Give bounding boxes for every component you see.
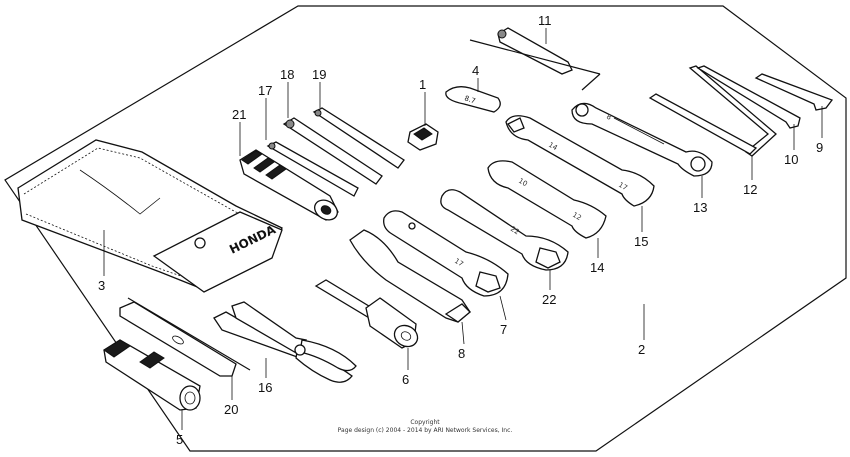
callout-3: 3	[98, 278, 105, 293]
callout-1: 1	[419, 77, 426, 92]
callout-11: 11	[538, 13, 552, 28]
spark-plug-wrench	[103, 339, 201, 411]
hex-key-10	[648, 65, 801, 155]
callout-14: 14	[590, 260, 604, 275]
hex-key-9	[754, 73, 834, 111]
callout-9: 9	[816, 140, 823, 155]
box-wrench-22: 22	[440, 189, 569, 271]
callout-4: 4	[472, 63, 479, 78]
wrench-22-mark-22: 22	[509, 225, 521, 237]
open-wrench-15: 14 17	[505, 115, 655, 207]
box-wrench-7: 17	[383, 210, 509, 297]
wrench-7-mark-17: 17	[453, 257, 465, 269]
wrench-14-mark-10: 10	[517, 177, 529, 188]
screwdriver-handle	[239, 149, 339, 221]
callout-6: 6	[402, 372, 409, 387]
callout-15: 15	[634, 234, 648, 249]
screwdriver-bit-19	[312, 107, 405, 169]
callout-7: 7	[500, 322, 507, 337]
callout-5: 5	[176, 432, 183, 447]
wrench-13-mark-8: 8	[605, 113, 613, 122]
callout-2: 2	[638, 342, 645, 357]
box-socket-tool	[314, 279, 419, 349]
copyright-line-1: Copyright	[410, 419, 440, 426]
callout-labels: 1 2 3 4 5 6 7 8 9 10 11 12 13 14 15 16 1…	[98, 13, 823, 447]
callout-18: 18	[280, 67, 294, 82]
callout-19: 19	[312, 67, 326, 82]
callout-12: 12	[743, 182, 757, 197]
leader-lines	[103, 28, 823, 430]
callout-20: 20	[224, 402, 238, 417]
screwdriver-bit-17	[266, 141, 359, 197]
callout-16: 16	[258, 380, 272, 395]
callout-13: 13	[693, 200, 707, 215]
wrench-14-mark-12: 12	[571, 211, 583, 222]
screwdriver-bit-18	[282, 117, 383, 185]
flat-bar-tool	[349, 229, 471, 323]
callout-8: 8	[458, 346, 465, 361]
copyright-line-2: Page design (c) 2004 - 2014 by ARI Netwo…	[338, 427, 513, 434]
callout-10: 10	[784, 152, 798, 167]
callout-22: 22	[542, 292, 556, 307]
feeler-tag: 8.7	[445, 86, 501, 113]
callout-17: 17	[258, 83, 272, 98]
callout-21: 21	[232, 107, 246, 122]
tool-pouch: HONDA	[17, 139, 283, 293]
pliers	[213, 301, 357, 383]
combination-wrench-13: 8	[571, 102, 713, 177]
feeler-tag-label: 8.7	[463, 94, 476, 105]
socket-adapter	[407, 123, 439, 151]
open-wrench-14: 10 12	[487, 160, 607, 239]
copyright-notice: Copyright Page design (c) 2004 - 2014 by…	[338, 419, 513, 434]
wrench-15-mark-17: 17	[617, 181, 629, 192]
wrench-15-mark-14: 14	[547, 141, 559, 153]
pin-spanner	[469, 27, 601, 91]
